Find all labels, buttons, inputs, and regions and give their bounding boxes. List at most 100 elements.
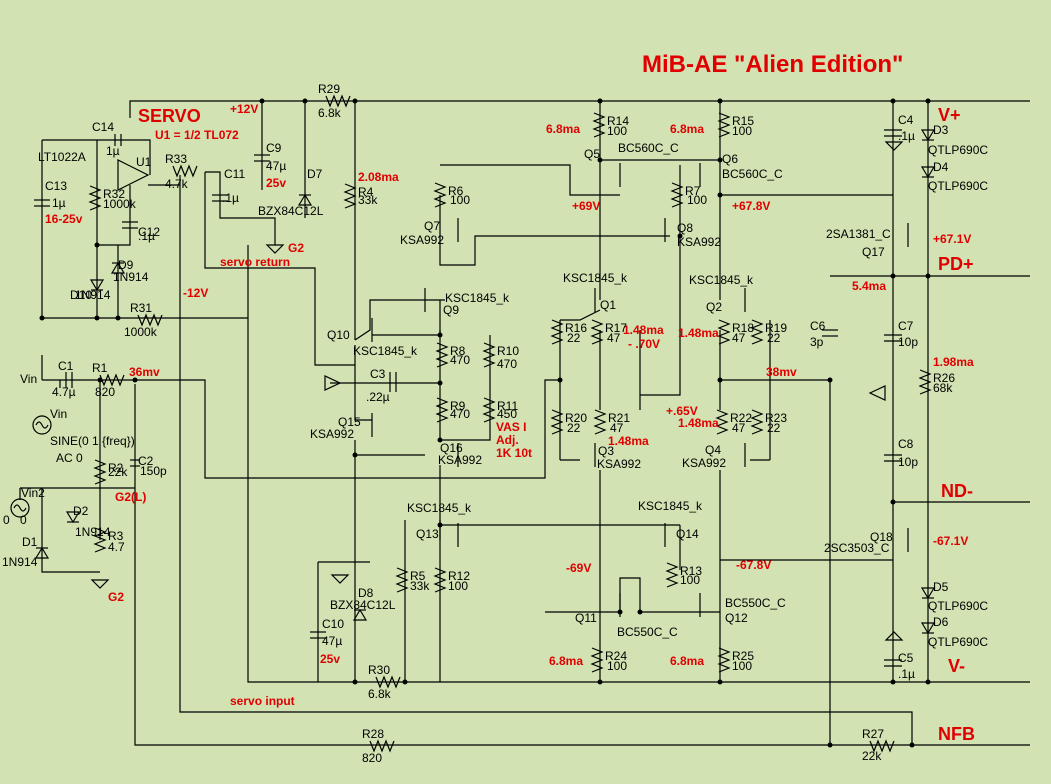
voltage-36mv: 36mv [129, 365, 160, 379]
r3-designator: R3 [108, 529, 124, 543]
q2-value: KSC1845_k [689, 273, 754, 287]
junction-dot [597, 679, 603, 685]
r24-value: 100 [607, 659, 627, 673]
rail-v-plus: V+ [938, 105, 961, 125]
c12-designator: C12 [138, 225, 160, 239]
wires [19, 100, 1030, 746]
r1-value: 820 [95, 385, 115, 399]
r27-resistor-symbol [869, 739, 895, 753]
c10-designator: C10 [322, 617, 344, 631]
r13-value: 100 [680, 573, 700, 587]
vin-label: Vin [20, 372, 37, 386]
r18-value: 47 [732, 331, 746, 345]
r16-designator: R16 [565, 321, 587, 335]
q18-value: 2SC3503_C [824, 541, 890, 555]
r21-resistor-symbol [593, 409, 607, 435]
r30-value: 6.8k [368, 687, 392, 701]
r24-resistor-symbol [590, 647, 604, 673]
r4-designator: R4 [358, 185, 374, 199]
current-q1: 1.48ma [623, 323, 664, 337]
c14-designator: C14 [92, 120, 114, 134]
r16-resistor-symbol [550, 319, 564, 345]
junction-dot [717, 679, 723, 685]
r6-value: 100 [450, 193, 470, 207]
r9-resistor-symbol [435, 397, 449, 423]
c9-value: 47µ [266, 159, 286, 173]
c1-designator: C1 [58, 359, 74, 373]
r8-resistor-symbol [435, 342, 449, 368]
d8-value: BZX84C12L [330, 598, 396, 612]
c2-value: 150p [140, 464, 167, 478]
r2-value: 22k [108, 465, 128, 479]
q7-value: KSA992 [400, 233, 444, 247]
d5-value: QTLP690C [928, 599, 988, 613]
voltage-c9: 25v [266, 176, 286, 190]
d6-value: QTLP690C [928, 635, 988, 649]
vin-source-name: Vin [50, 407, 67, 421]
rail-nd-minus: ND- [941, 481, 973, 501]
q14-designator: Q14 [676, 527, 699, 541]
c7-designator: C7 [898, 319, 914, 333]
q14-value: KSC1845_k [638, 499, 703, 513]
r20-value: 22 [567, 421, 581, 435]
junction-dot [827, 742, 833, 748]
voltage-c13: 16-25v [45, 212, 83, 226]
d8-designator: D8 [358, 586, 374, 600]
c5-value: .1µ [898, 667, 915, 681]
junction-dot [352, 98, 358, 104]
g2-label-top: G2 [288, 241, 304, 255]
current-r4: 2.08ma [358, 170, 399, 184]
current-q3: 1.48ma [608, 434, 649, 448]
r28-resistor-symbol [369, 739, 395, 753]
junction-dot [259, 98, 265, 104]
r29-resistor-symbol [325, 94, 351, 108]
current-r26: 1.98ma [933, 355, 974, 369]
junction-dot [617, 609, 623, 615]
rail-v-minus: V- [948, 656, 965, 676]
junction-dot [437, 380, 443, 386]
q4-value: KSA992 [682, 456, 726, 470]
voltage-p065: +.65V [666, 404, 698, 418]
vin2-zero-b: 0 [20, 513, 27, 527]
r12-designator: R12 [448, 569, 470, 583]
junction-dot [94, 315, 100, 321]
r30-designator: R30 [368, 663, 390, 677]
servo-return-label: servo return [220, 255, 290, 269]
r15-value: 100 [732, 124, 752, 138]
q9-value: KSC1845_k [445, 291, 510, 305]
c14-value: 1µ [106, 144, 120, 158]
d2-value: 1N914 [75, 525, 111, 539]
r11-resistor-symbol [482, 397, 496, 423]
r1-resistor-symbol [99, 373, 125, 387]
q2-designator: Q2 [706, 300, 722, 314]
q13-designator: Q13 [416, 527, 439, 541]
vin-ac: AC 0 [56, 451, 83, 465]
d3-value: QTLP690C [928, 143, 988, 157]
r29-value: 6.8k [318, 106, 342, 120]
d6-designator: D6 [933, 615, 949, 629]
r27-value: 22k [862, 749, 882, 763]
r23-designator: R23 [765, 411, 787, 425]
d9-designator: D9 [118, 258, 134, 272]
r11-value: 450 [497, 407, 517, 421]
r12-value: 100 [448, 579, 468, 593]
r25-value: 100 [732, 659, 752, 673]
c6-value: 3p [810, 335, 824, 349]
r7-value: 100 [687, 193, 707, 207]
r32-resistor-symbol [88, 185, 102, 211]
g2l-label: G2(L) [115, 490, 146, 504]
r28-value: 820 [362, 751, 382, 765]
g2-label-bottom: G2 [108, 590, 124, 604]
d7-value: BZX84C12L [258, 204, 324, 218]
q15-designator: Q15 [338, 415, 361, 429]
voltage-p69: +69V [572, 199, 600, 213]
junction-dot [890, 98, 896, 104]
r14-designator: R14 [607, 114, 629, 128]
q5-value: BC560C_C [618, 141, 679, 155]
r13-resistor-symbol [665, 562, 679, 588]
r23-value: 22 [767, 421, 781, 435]
junction-dot [352, 452, 358, 458]
r25-resistor-symbol [717, 647, 731, 673]
junction-dot [352, 679, 358, 685]
